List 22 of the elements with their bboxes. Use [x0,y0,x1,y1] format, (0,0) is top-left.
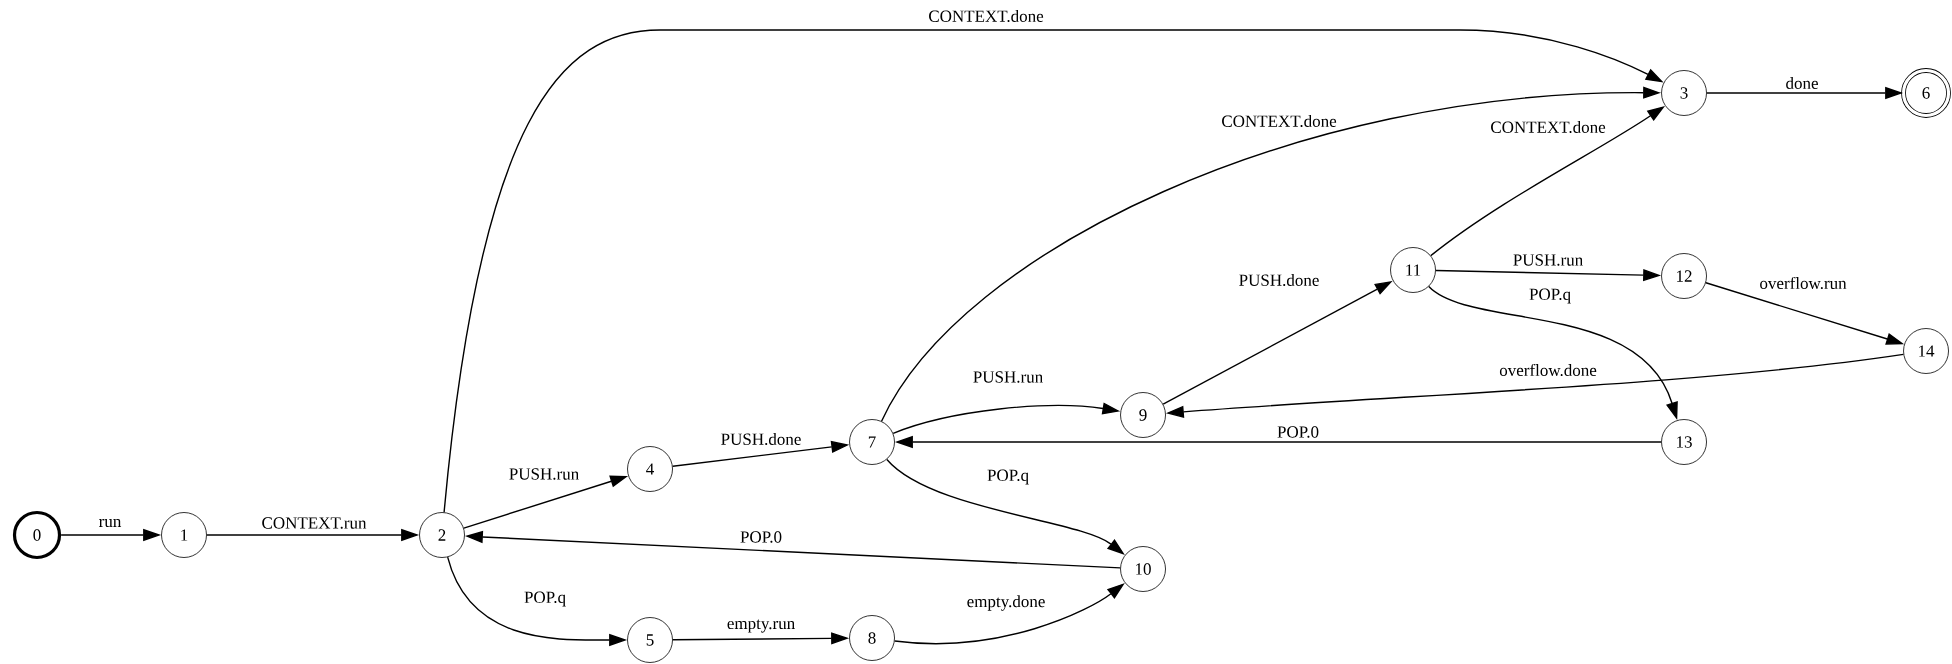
edge-label: empty.done [964,593,1048,613]
edge-label: POP.0 [738,529,785,545]
edge-label: CONTEXT.done [1488,119,1608,135]
edge-label: POP.q [1527,286,1574,306]
edge-label: CONTEXT.done [926,8,1046,24]
edge-label: PUSH.done [1236,272,1322,288]
start-state: 0 [12,510,62,560]
edge-label: CONTEXT.run [259,515,369,531]
edge-label: POP.q [985,467,1032,487]
edge-label: done [1783,75,1821,91]
edge-label: POP.q [522,589,569,609]
edge-label: PUSH.run [1510,252,1586,268]
edge-label: POP.0 [1275,424,1322,440]
accept-state: 6 [1901,68,1951,118]
edge-label: overflow.run [1757,274,1849,292]
edge-label: run [96,516,124,530]
edge-label: PUSH.run [970,369,1046,385]
edge-label: CONTEXT.done [1219,113,1339,129]
edge-label: empty.run [724,617,798,635]
edge-label: PUSH.run [506,466,582,482]
edge-label: overflow.done [1497,361,1599,379]
edge-label: PUSH.done [718,431,804,447]
